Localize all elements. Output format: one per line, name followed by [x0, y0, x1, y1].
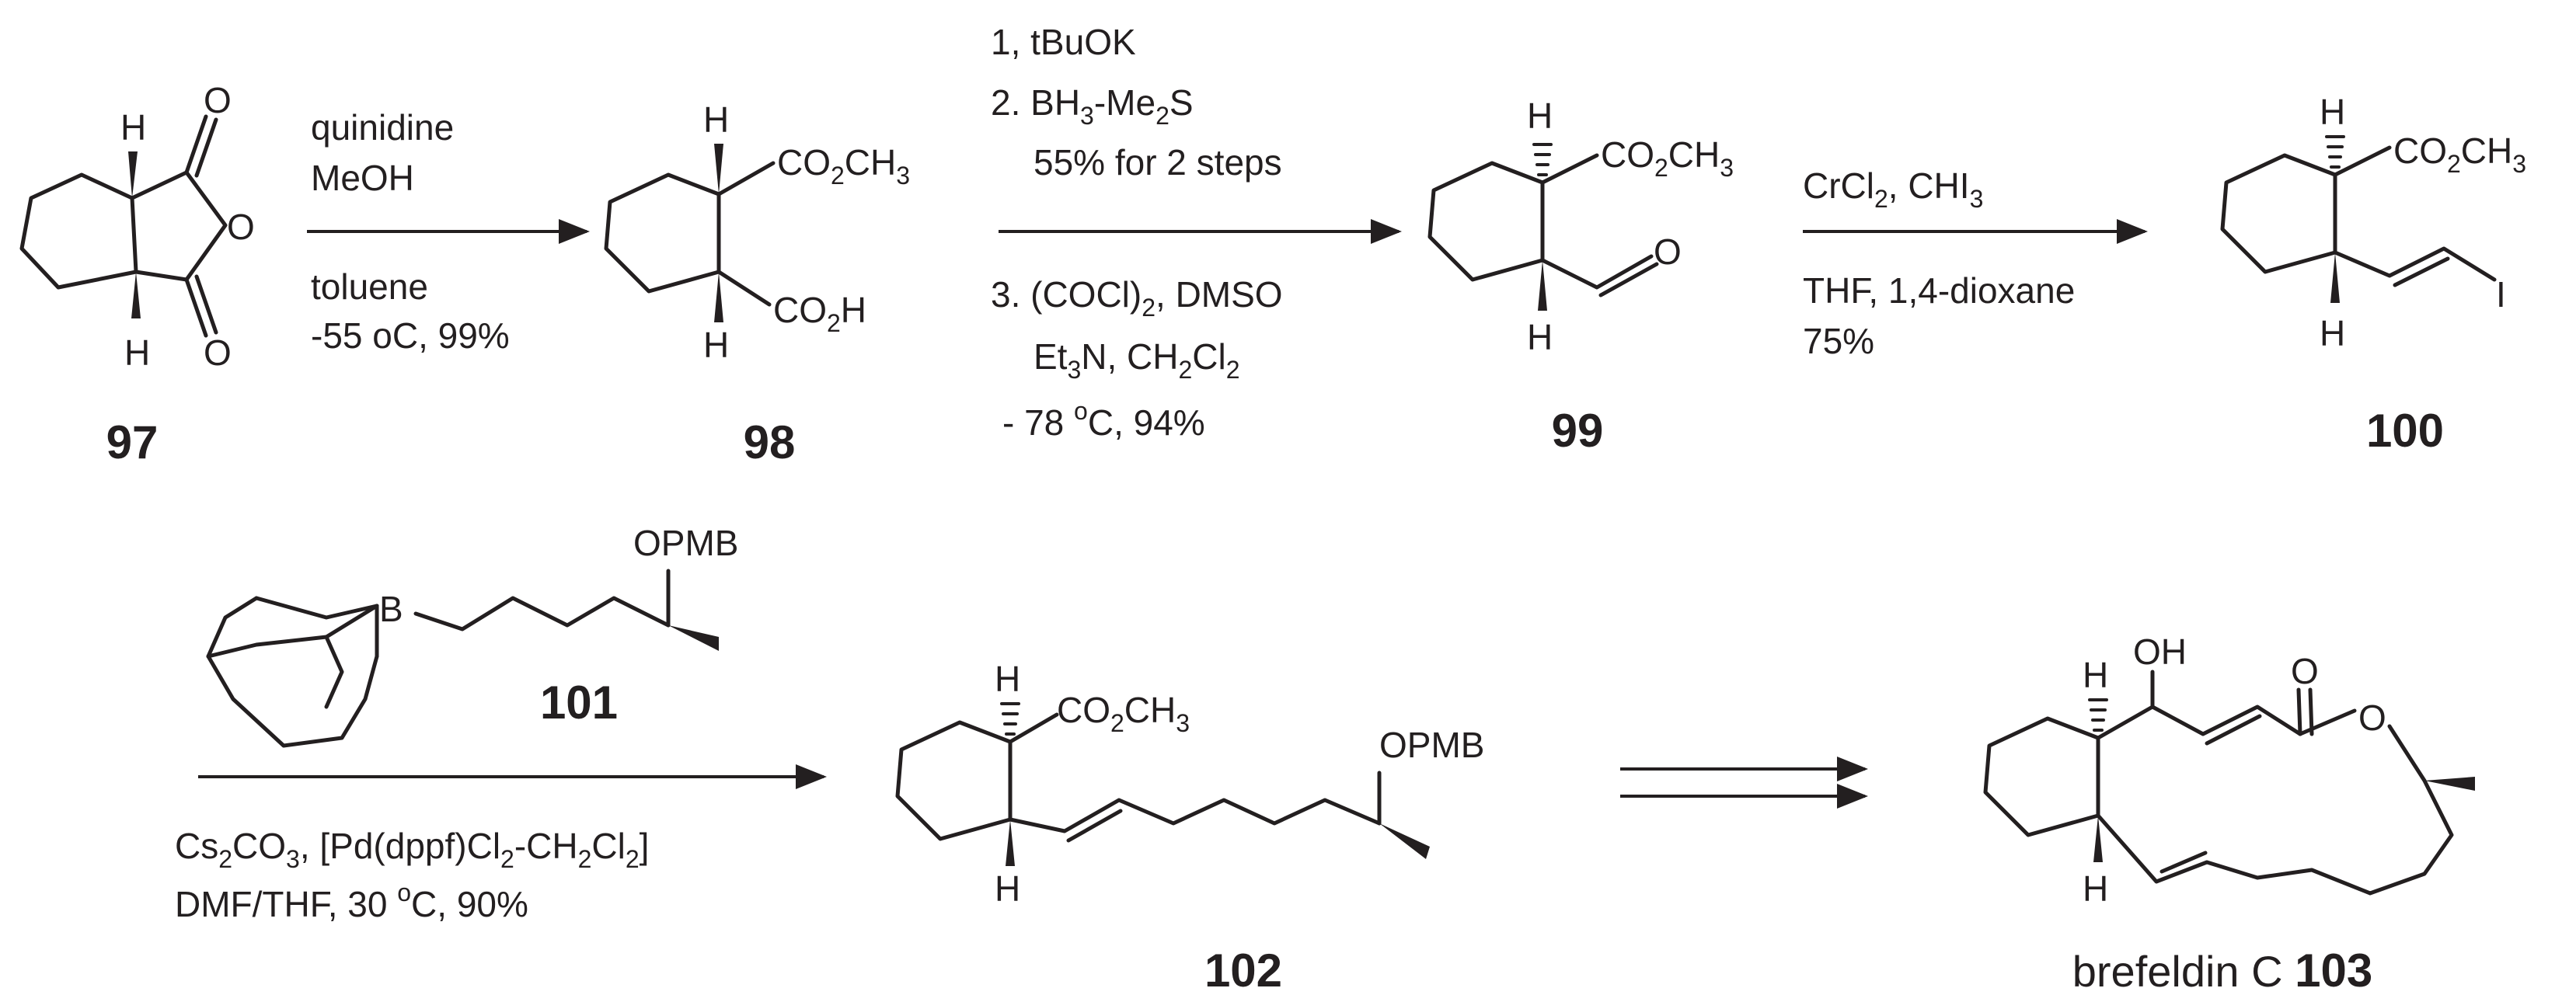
step-2: 1, tBuOK 2. BH3-Me2S 55% for 2 steps 3. … [991, 22, 1402, 443]
h-atom-top: H [2320, 92, 2345, 132]
iodo-atom: I [2496, 274, 2506, 315]
step2-line5: Et3N, CH2Cl2 [1034, 336, 1240, 384]
step-3: CrCl2, CHI3 THF, 1,4-dioxane 75% [1803, 165, 2148, 361]
step1-line1: quinidine [311, 107, 454, 148]
h-atom-bottom: H [995, 868, 1020, 909]
step4-line1: Cs2CO3, [Pd(dppf)Cl2-CH2Cl2] [175, 826, 649, 873]
step2-line4: 3. (COCl)2, DMSO [991, 274, 1283, 322]
compound-label-101: 101 [540, 677, 618, 729]
multistep-arrow [1620, 757, 1868, 809]
h-atom-bottom: H [703, 325, 729, 365]
ester-group: CO2CH3 [1057, 690, 1190, 737]
step3-line3: 75% [1803, 321, 1874, 361]
hashed-wedge-top [1000, 702, 1020, 736]
opmb-group: OPMB [633, 523, 738, 563]
compound-101: B OPMB 101 [206, 523, 738, 748]
h-atom-bottom: H [2320, 313, 2345, 353]
h-atom-top: H [2083, 655, 2108, 695]
compound-label-103: brefeldin C 103 [2072, 945, 2372, 997]
step2-line2: 2. BH3-Me2S [991, 82, 1194, 130]
h-atom-top: H [120, 107, 146, 148]
acid-group: CO2H [773, 290, 866, 337]
hashed-wedge-top [1532, 143, 1553, 176]
hashed-wedge-top [2088, 698, 2108, 732]
compound-102: H H CO2CH3 OPMB 102 [895, 659, 1484, 997]
step4-line2: DMF/THF, 30 oC, 90% [175, 878, 528, 924]
compound-label-99: 99 [1552, 405, 1604, 457]
compound-100: H H CO2CH3 I 100 [2220, 92, 2526, 457]
step1-line4: -55 oC, 99% [311, 315, 510, 356]
step-1: quinidine MeOH toluene -55 oC, 99% [307, 107, 590, 356]
h-atom-bottom: H [2083, 868, 2108, 909]
hashed-wedge-top [2325, 135, 2345, 169]
step3-line2: THF, 1,4-dioxane [1803, 270, 2075, 311]
oh-group: OH [2133, 631, 2187, 672]
ester-group: CO2CH3 [777, 142, 910, 190]
h-atom-top: H [703, 99, 729, 140]
o-atom-aldehyde: O [1654, 231, 1682, 272]
o-atom-top: O [204, 80, 232, 120]
o-atom-bottom: O [204, 332, 232, 373]
step2-line3: 55% for 2 steps [1034, 142, 1282, 183]
compound-99: H H CO2CH3 O 99 [1427, 96, 1734, 457]
ester-group: CO2CH3 [1601, 134, 1734, 182]
compound-98: H H CO2CH3 CO2H 98 [604, 99, 910, 468]
compound-label-102: 102 [1204, 945, 1282, 997]
step-4: Cs2CO3, [Pd(dppf)Cl2-CH2Cl2] DMF/THF, 30… [175, 764, 827, 924]
o-atom-ring: O [2358, 698, 2386, 738]
ester-group: CO2CH3 [2393, 130, 2526, 178]
h-atom-top: H [1527, 96, 1553, 136]
opmb-group: OPMB [1379, 725, 1484, 765]
compound-label-97: 97 [106, 416, 159, 468]
step3-line1: CrCl2, CHI3 [1803, 165, 1983, 213]
step2-line1: 1, tBuOK [991, 22, 1136, 62]
h-atom-bottom: H [1527, 317, 1553, 357]
compound-label-100: 100 [2366, 405, 2444, 457]
compound-label-98: 98 [744, 416, 796, 468]
o-atom-carbonyl: O [2291, 651, 2319, 691]
o-atom-ring: O [227, 207, 255, 247]
step2-line6: - 78 oC, 94% [1002, 397, 1205, 443]
step1-line2: MeOH [311, 158, 414, 198]
compound-103: H H OH O O brefeldin C 103 [1983, 631, 2475, 997]
compound-97: H H O O O 97 [19, 80, 255, 468]
h-atom-top: H [995, 659, 1020, 699]
step1-line3: toluene [311, 266, 428, 307]
boron-atom: B [379, 589, 403, 629]
h-atom-bottom: H [124, 332, 150, 373]
